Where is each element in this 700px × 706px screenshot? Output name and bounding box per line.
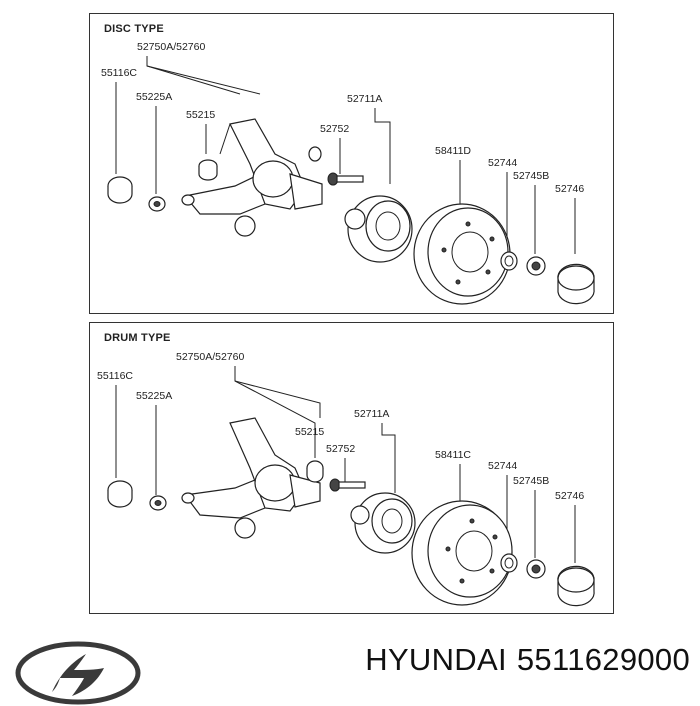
label-52746: 52746 [555, 183, 584, 195]
label-55215: 55215 [186, 109, 215, 121]
flat-washer-part [500, 553, 518, 573]
small-bushing-part [198, 159, 218, 181]
brand-part-number: HYUNDAI 5511629000 [365, 642, 690, 678]
drum-type-diagram: 52750A/52760 55116C 55225A 55215 52711A … [97, 351, 595, 607]
label-55116c: 55116C [97, 370, 133, 382]
hyundai-logo-icon [15, 641, 141, 705]
grease-cap-part [557, 565, 595, 607]
label-55215: 55215 [295, 426, 324, 438]
bolt-part [329, 478, 366, 492]
label-52744: 52744 [488, 460, 517, 472]
part-number: 5511629000 [516, 642, 690, 677]
label-52711a: 52711A [347, 93, 382, 105]
disc-type-title: DISC TYPE [104, 23, 164, 35]
label-52752: 52752 [326, 443, 355, 455]
label-58411: 58411D [435, 145, 471, 157]
drum-type-title: DRUM TYPE [104, 332, 171, 344]
brand-name: HYUNDAI [365, 642, 507, 677]
disc-type-diagram: 52750A/52760 55116C 55225A 55215 52711A … [101, 41, 595, 305]
hub-nut-part [526, 256, 546, 276]
disc-type-panel: DISC TYPE 52750A/52760 55116C 55225A 552… [89, 13, 614, 314]
bushing-part [107, 480, 133, 508]
small-bushing-part [306, 460, 324, 483]
bolt-part [327, 172, 364, 186]
washer-part [149, 495, 167, 511]
label-52750a: 52750A/52760 [137, 41, 205, 53]
knuckle-arm-part [181, 417, 321, 539]
label-55116c: 55116C [101, 67, 137, 79]
brake-drum-part [411, 500, 513, 606]
grease-cap-part [557, 263, 595, 305]
leader-lines [115, 366, 576, 563]
label-52711a: 52711A [354, 408, 389, 420]
bushing-part [107, 176, 133, 204]
hub-nut-part [526, 559, 546, 579]
label-52746: 52746 [555, 490, 584, 502]
brand-footer: HYUNDAI 5511629000 [0, 620, 700, 705]
hub-part [344, 195, 413, 263]
label-52752: 52752 [320, 123, 349, 135]
label-58411: 58411C [435, 449, 471, 461]
knuckle-arm-part [181, 118, 323, 237]
brake-disc-part [413, 203, 511, 305]
label-55225a: 55225A [136, 91, 172, 103]
flat-washer-part [500, 251, 518, 271]
label-52745b: 52745B [513, 170, 549, 182]
label-55225a: 55225A [136, 390, 172, 402]
label-52750a: 52750A/52760 [176, 351, 244, 363]
washer-part [148, 196, 166, 212]
label-52745b: 52745B [513, 475, 549, 487]
drum-type-panel: DRUM TYPE 52750A/52760 55116C 55225A 552… [89, 322, 614, 614]
leader-lines [115, 56, 576, 254]
label-52744: 52744 [488, 157, 517, 169]
hub-part [350, 492, 416, 554]
